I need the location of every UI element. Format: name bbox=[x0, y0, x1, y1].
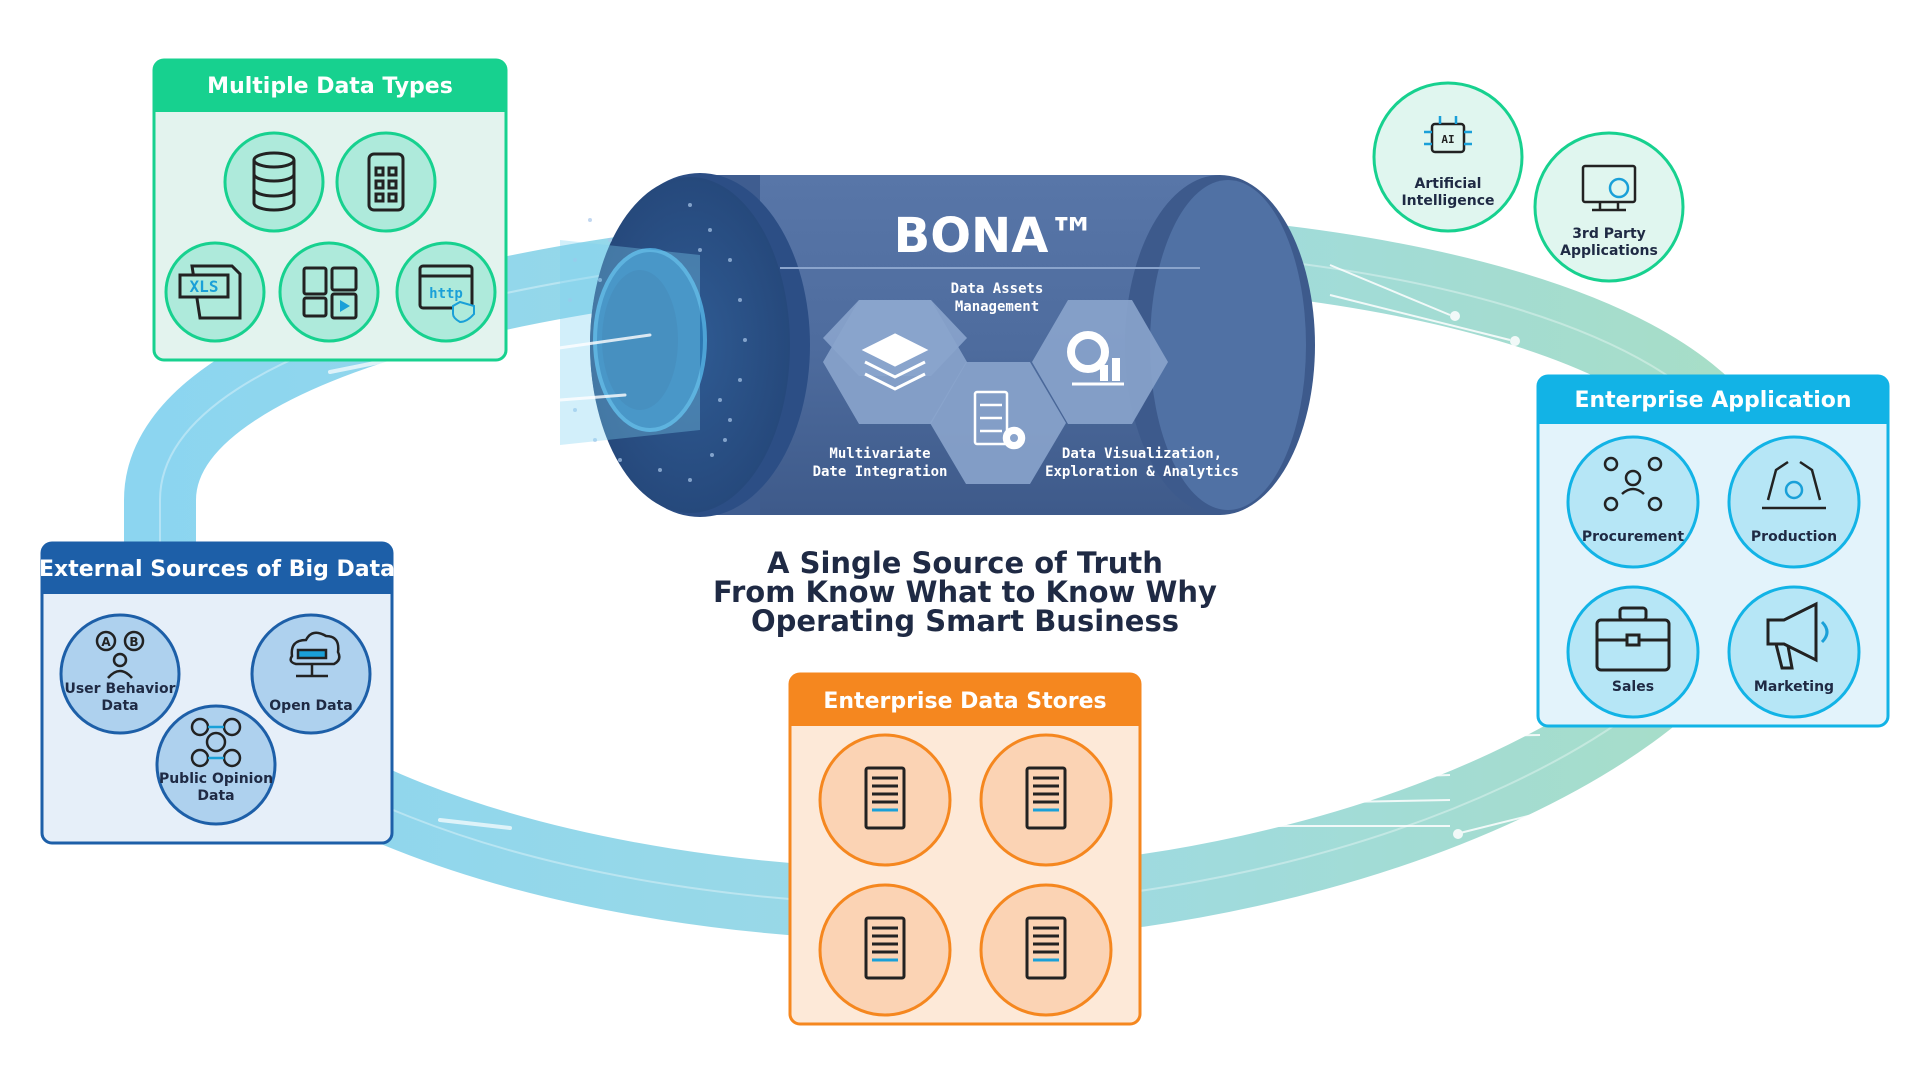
people-network-icon bbox=[190, 717, 242, 768]
bona-title: BONA™ bbox=[894, 208, 1097, 264]
server-rack-icon bbox=[1025, 916, 1067, 980]
headline-line-2: From Know What to Know Why bbox=[713, 575, 1217, 609]
svg-text:B: B bbox=[129, 635, 138, 649]
monitor-gear-icon bbox=[1581, 164, 1637, 212]
external-label-user-behavior-1: User Behavior bbox=[64, 681, 175, 697]
xls-file-icon: XLS bbox=[178, 264, 242, 320]
app-label-procurement: Procurement bbox=[1582, 529, 1684, 545]
svg-text:A: A bbox=[101, 635, 111, 649]
briefcase-icon bbox=[1595, 606, 1671, 672]
enterprise-application-panel: Enterprise Application bbox=[1536, 374, 1890, 728]
hex-label-multivariate-2: Date Integration bbox=[813, 464, 948, 480]
hexagon-multivariate bbox=[930, 362, 1066, 484]
svg-text:XLS: XLS bbox=[190, 277, 219, 296]
database-icon bbox=[252, 151, 296, 212]
headline-line-3: Operating Smart Business bbox=[751, 604, 1179, 638]
hex-label-visualization-2: Exploration & Analytics bbox=[1045, 464, 1239, 480]
enterprise-data-stores-panel: Enterprise Data Stores bbox=[788, 672, 1142, 1026]
external-label-public-opinion-1: Public Opinion bbox=[159, 771, 273, 787]
pie-bar-chart-icon bbox=[1067, 331, 1124, 386]
bona-core-cylinder: BONA™ Data Assets Management bbox=[543, 173, 1315, 517]
stacked-layers-icon bbox=[861, 333, 929, 391]
third-party-label-1: 3rd Party bbox=[1572, 226, 1646, 242]
external-label-public-opinion-2: Data bbox=[197, 788, 234, 804]
external-sources-title: External Sources of Big Data bbox=[39, 557, 395, 582]
svg-text:AI: AI bbox=[1441, 133, 1454, 146]
hex-label-multivariate-1: Multivariate bbox=[829, 446, 930, 462]
third-party-circle: 3rd Party Applications bbox=[1533, 131, 1685, 283]
external-sources-panel: External Sources of Big Data A B User B bbox=[39, 541, 395, 845]
external-label-user-behavior-2: Data bbox=[101, 698, 138, 714]
headline: A Single Source of Truth From Know What … bbox=[713, 546, 1217, 638]
procurement-icon bbox=[1603, 456, 1663, 512]
enterprise-application-title: Enterprise Application bbox=[1574, 388, 1851, 413]
server-rack-icon bbox=[864, 916, 906, 980]
mobile-app-icon bbox=[367, 152, 405, 212]
hex-label-assets-2: Management bbox=[955, 299, 1039, 315]
http-web-icon: http bbox=[418, 264, 475, 324]
hex-label-visualization-1: Data Visualization, bbox=[1062, 446, 1222, 462]
ai-circle: AI Artificial Intelligence bbox=[1372, 81, 1524, 233]
server-rack-icon bbox=[864, 766, 906, 830]
server-gear-icon bbox=[973, 390, 1026, 450]
app-label-sales: Sales bbox=[1612, 679, 1654, 695]
media-content-icon bbox=[302, 266, 358, 320]
multiple-data-types-title: Multiple Data Types bbox=[207, 74, 453, 99]
megaphone-icon bbox=[1766, 601, 1829, 670]
headline-line-1: A Single Source of Truth bbox=[767, 546, 1163, 580]
cloud-server-icon bbox=[289, 631, 341, 678]
enterprise-data-stores-title: Enterprise Data Stores bbox=[823, 689, 1106, 714]
multiple-data-types-panel: Multiple Data Types XLS bbox=[152, 58, 508, 362]
external-label-open-data: Open Data bbox=[269, 698, 352, 714]
server-rack-icon bbox=[1025, 766, 1067, 830]
robot-arm-icon bbox=[1762, 460, 1826, 510]
third-party-label-2: Applications bbox=[1560, 243, 1658, 259]
svg-text:http: http bbox=[429, 286, 463, 302]
app-label-marketing: Marketing bbox=[1754, 679, 1834, 695]
ai-chip-icon: AI bbox=[1424, 116, 1472, 154]
ab-test-user-icon: A B bbox=[95, 630, 145, 679]
ai-label-2: Intelligence bbox=[1401, 193, 1494, 209]
hex-label-assets-1: Data Assets bbox=[951, 281, 1044, 297]
app-label-production: Production bbox=[1751, 529, 1837, 545]
ai-label-1: Artificial bbox=[1415, 176, 1482, 192]
